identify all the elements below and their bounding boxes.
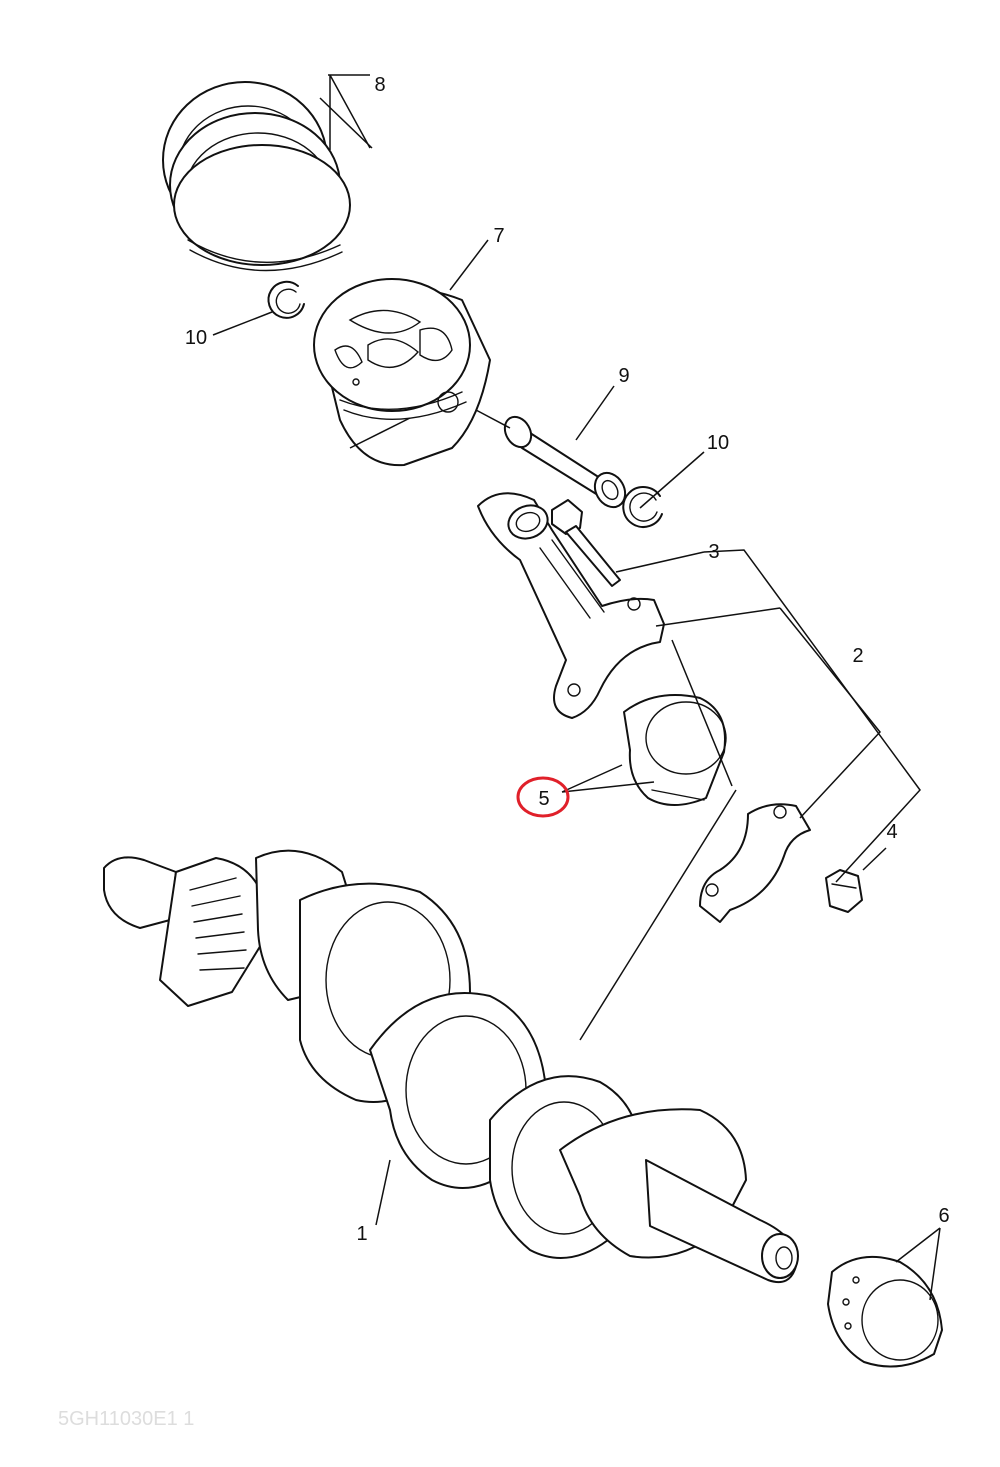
callout-1: 1 — [356, 1223, 367, 1245]
crankshaft — [103, 849, 799, 1284]
callout-2: 2 — [852, 645, 863, 667]
callout-10-left: 10 — [185, 327, 207, 349]
highlight-circle — [516, 776, 570, 818]
callout-10-right: 10 — [707, 432, 729, 454]
watermark: 5GH11030E1 1 — [58, 1408, 194, 1430]
main-bearing — [827, 1255, 943, 1368]
callout-5-highlighted[interactable]: 5 — [516, 776, 570, 818]
piston-rings — [162, 81, 351, 272]
callout-8: 8 — [374, 74, 385, 96]
connecting-rod-cap — [699, 803, 811, 923]
connecting-rod — [477, 492, 665, 719]
connecting-rod-bolt — [551, 499, 621, 587]
callout-9: 9 — [618, 365, 629, 387]
piston — [313, 278, 491, 467]
callout-3: 3 — [708, 541, 719, 563]
callout-6: 6 — [938, 1205, 949, 1227]
leader-lines — [212, 74, 941, 1301]
piston-pin — [503, 415, 627, 509]
callout-7: 7 — [493, 225, 504, 247]
piston-pin-clip-left — [267, 280, 305, 319]
callout-5: 5 — [538, 788, 549, 810]
callout-4: 4 — [886, 821, 897, 843]
big-end-bearing — [623, 694, 727, 806]
connecting-rod-nut — [825, 869, 863, 913]
